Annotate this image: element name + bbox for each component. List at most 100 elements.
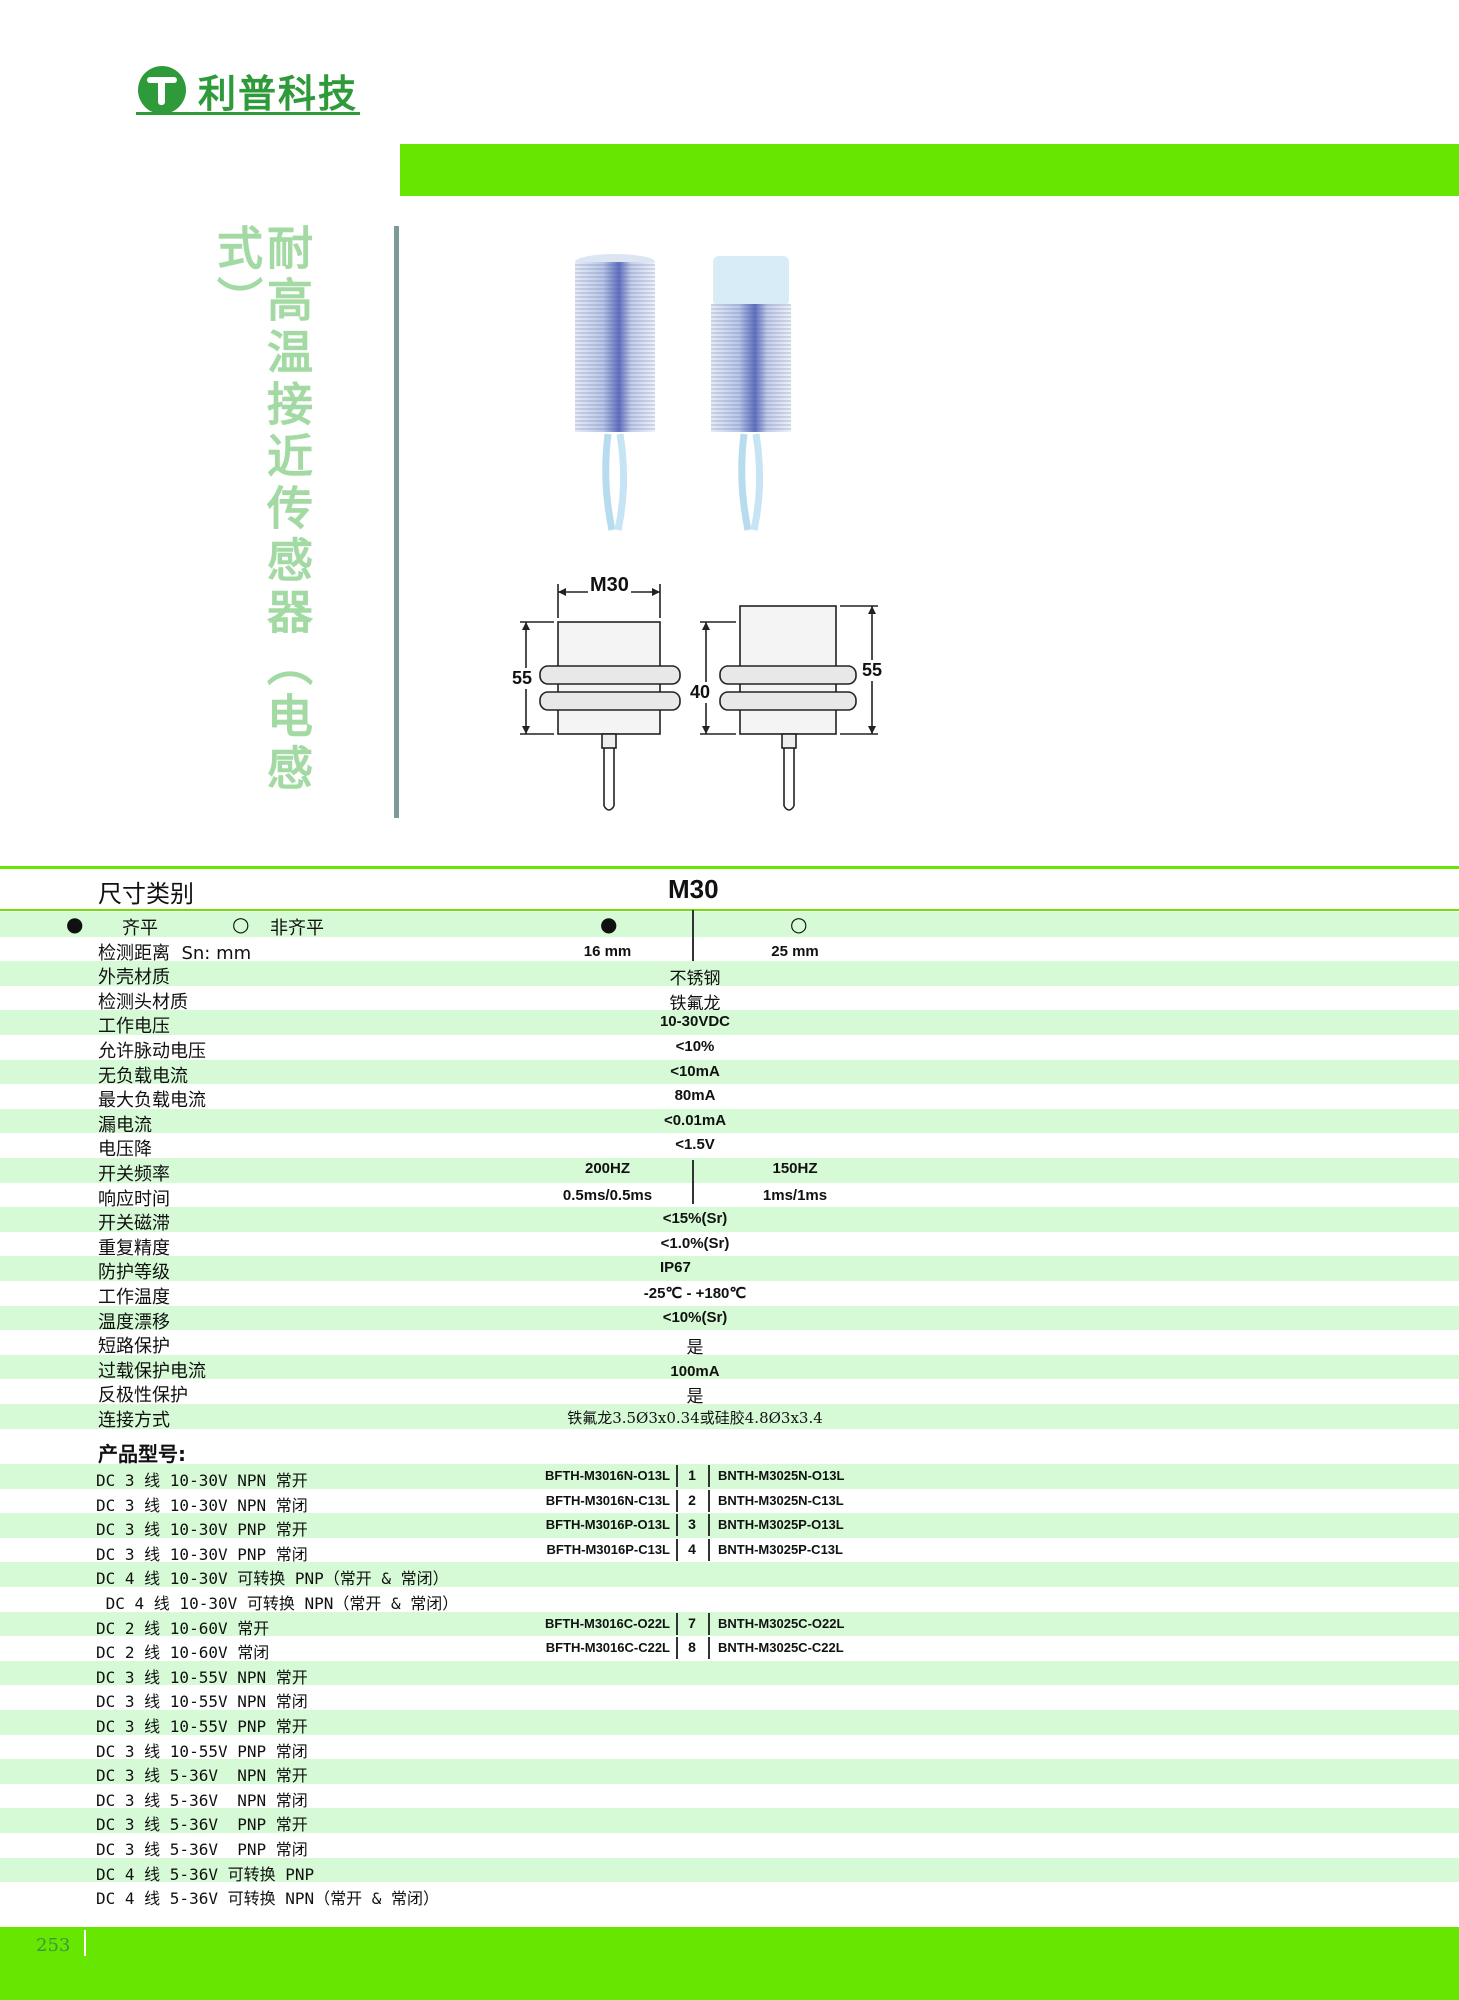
spec-label: 连接方式	[98, 1410, 170, 1431]
column-divider-freq	[692, 1160, 694, 1204]
spec-value: <1.0%(Sr)	[660, 1234, 730, 1252]
model-number-nonflush: BNTH-M3025N-C13L	[718, 1492, 844, 1508]
model-divider	[708, 1538, 710, 1561]
model-row: DC 3 线 10-55V PNP 常开	[0, 1710, 1459, 1736]
spec-value-flush: 16 mm	[583, 942, 632, 960]
spec-row: 最大负载电流 80mA	[0, 1084, 1459, 1112]
product-photo-flush	[572, 252, 658, 532]
page-number: 253	[36, 1935, 71, 1956]
model-row: DC 3 线 10-55V NPN 常开	[0, 1660, 1459, 1687]
logo-underline	[136, 112, 360, 115]
model-label: DC 3 线 10-30V PNP 常闭	[96, 1544, 308, 1564]
spec-value: 是	[686, 1338, 704, 1358]
spec-label: 工作电压	[98, 1016, 170, 1038]
spec-label: 无负载电流	[98, 1065, 188, 1087]
model-number-nonflush: BNTH-M3025P-O13L	[718, 1517, 844, 1533]
spec-label: 漏电流	[98, 1114, 152, 1136]
dim-mid-height: 40	[690, 682, 711, 703]
model-index: 4	[688, 1540, 696, 1557]
spec-row: 响应时间 0.5ms/0.5ms 1ms/1ms	[0, 1183, 1459, 1210]
spec-value: <15%(Sr)	[662, 1210, 728, 1228]
model-row: DC 4 线 10-30V 可转换 NPN（常开 & 常闭）	[0, 1587, 1459, 1613]
spec-value: <1.5V	[675, 1136, 715, 1154]
model-label: DC 3 线 10-55V PNP 常闭	[96, 1741, 308, 1761]
spec-value: <10mA	[670, 1062, 720, 1080]
model-number-flush: BFTH-M3016N-O13L	[545, 1468, 670, 1483]
spec-row: 连接方式 铁氟龙3.5Ø3x0.34或硅胶4.8Ø3x3.4	[0, 1404, 1459, 1431]
model-number-nonflush: BNTH-M3025P-C13L	[718, 1541, 843, 1557]
spec-row: 工作温度 -25℃ - +180℃	[0, 1281, 1459, 1308]
flush-label: 齐平	[122, 918, 158, 939]
product-photo-nonflush	[708, 252, 794, 532]
model-label: DC 3 线 10-55V NPN 常开	[96, 1667, 308, 1687]
spec-row: 过载保护电流 100mA	[0, 1354, 1459, 1382]
column-divider-top	[692, 910, 694, 962]
spec-row: 开关磁滞 <15%(Sr)	[0, 1207, 1459, 1234]
spec-value-flush: 0.5ms/0.5ms	[562, 1186, 653, 1204]
model-row: DC 3 线 10-55V NPN 常闭	[0, 1685, 1459, 1712]
model-index: 1	[688, 1467, 696, 1483]
model-row: DC 3 线 5-36V NPN 常闭	[0, 1784, 1459, 1810]
spec-label: 短路保护	[98, 1336, 170, 1358]
mounting-type-row: ● 齐平 ○ 非齐平 ● ○	[0, 912, 1459, 939]
spec-value: 是	[686, 1387, 704, 1407]
title-divider	[394, 226, 399, 818]
spec-row: 外壳材质 不锈钢	[0, 961, 1459, 988]
dim-left-height: 55	[512, 668, 533, 689]
spec-label: 反极性保护	[98, 1385, 188, 1407]
dim-right-height: 55	[862, 660, 883, 681]
spec-label: 允许脉动电压	[98, 1041, 206, 1062]
model-label: DC 3 线 5-36V PNP 常开	[96, 1815, 308, 1835]
brand-logo-icon	[138, 66, 186, 114]
spec-value: <10%(Sr)	[662, 1308, 728, 1326]
size-category-value: M30	[668, 874, 719, 904]
spec-label: 响应时间	[98, 1188, 170, 1210]
model-label: DC 3 线 10-30V NPN 常开	[96, 1471, 308, 1490]
model-row: DC 3 线 5-36V PNP 常开	[0, 1808, 1459, 1835]
spec-value: <10%	[675, 1038, 715, 1055]
model-heading: 产品型号:	[98, 1442, 186, 1466]
model-label: DC 2 线 10-60V 常开	[96, 1618, 270, 1638]
spec-row: 漏电流 <0.01mA	[0, 1108, 1459, 1136]
spec-label: 最大负载电流	[98, 1090, 206, 1112]
model-divider	[708, 1637, 710, 1660]
model-divider	[676, 1465, 678, 1487]
model-label: DC 3 线 10-55V PNP 常开	[96, 1717, 308, 1736]
model-label: DC 3 线 10-55V NPN 常闭	[96, 1692, 308, 1712]
spec-value: <0.01mA	[663, 1111, 727, 1129]
model-label: DC 2 线 10-60V 常闭	[96, 1643, 270, 1663]
spec-top-rule	[0, 866, 1459, 869]
size-category-label: 尺寸类别	[98, 880, 194, 908]
model-row: DC 3 线 10-30V NPN 常闭 BFTH-M3016N-C13L 2 …	[0, 1489, 1459, 1515]
spec-row: 短路保护 是	[0, 1330, 1459, 1358]
spec-row: 温度漂移 <10%(Sr)	[0, 1305, 1459, 1333]
spec-value: 100mA	[670, 1362, 720, 1380]
model-divider	[708, 1514, 710, 1537]
spec-value: 80mA	[674, 1087, 716, 1105]
spec-label: 温度漂移	[98, 1311, 170, 1333]
model-row: DC 4 线 5-36V 可转换 PNP	[0, 1857, 1459, 1884]
model-divider	[708, 1612, 710, 1635]
spec-row: 工作电压 10-30VDC	[0, 1010, 1459, 1038]
spec-row: 检测头材质 铁氟龙	[0, 986, 1459, 1013]
model-row: DC 2 线 10-60V 常闭 BFTH-M3016C-C22L 8 BNTH…	[0, 1636, 1459, 1663]
model-number-flush: BFTH-M3016P-C13L	[546, 1541, 670, 1557]
spec-label: 防护等级	[98, 1262, 170, 1284]
model-row: DC 4 线 10-30V 可转换 PNP（常开 & 常闭）	[0, 1562, 1459, 1588]
header-accent-bar	[400, 144, 1459, 196]
spec-label: 工作温度	[98, 1287, 170, 1308]
model-row: DC 3 线 10-30V PNP 常开 BFTH-M3016P-O13L 3 …	[0, 1513, 1459, 1540]
spec-row: 允许脉动电压 <10%	[0, 1035, 1459, 1062]
spec-second-rule	[0, 909, 1459, 911]
spec-label: 开关频率	[98, 1164, 170, 1185]
spec-value: 10-30VDC	[659, 1013, 731, 1031]
brand-name: 利普科技	[198, 71, 359, 116]
spec-row: 防护等级 IP67	[0, 1256, 1459, 1284]
spec-label: 过载保护电流	[98, 1360, 206, 1382]
spec-value: -25℃ - +180℃	[643, 1285, 747, 1302]
model-label: DC 3 线 10-30V PNP 常开	[96, 1520, 308, 1540]
model-number-flush: BFTH-M3016C-C22L	[545, 1640, 670, 1656]
model-label: DC 3 线 10-30V NPN 常闭	[96, 1495, 308, 1515]
model-index: 3	[688, 1516, 696, 1533]
footer-bar	[0, 1927, 1459, 2000]
